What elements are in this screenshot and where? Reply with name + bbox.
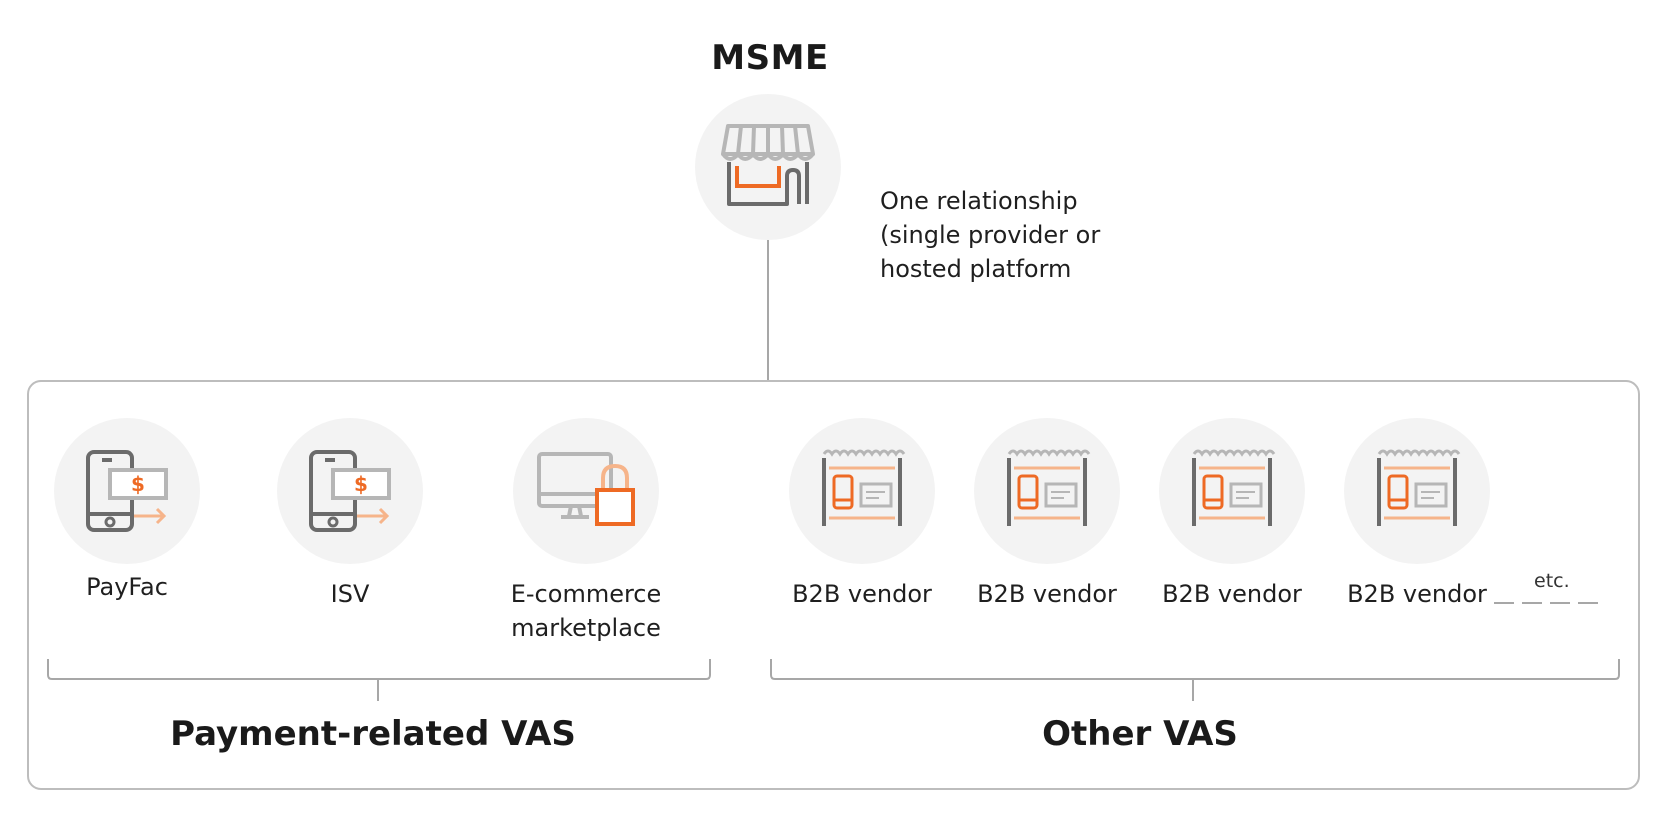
payment-group-label: Payment-related VAS <box>170 714 576 754</box>
storefront-icon <box>721 124 815 206</box>
connector-line <box>767 240 769 381</box>
continuation-dash <box>1494 602 1514 604</box>
msme-title: MSME <box>711 38 829 78</box>
svg-text:$: $ <box>131 472 145 496</box>
mobile-payment-icon: $ <box>309 450 391 532</box>
svg-text:$: $ <box>354 472 368 496</box>
payment-group-brace <box>47 659 711 701</box>
vas-panel <box>27 380 1640 790</box>
b2b-vendor-node <box>1344 418 1490 564</box>
b2b-vendor-label: B2B vendor <box>1162 580 1302 608</box>
isv-label: ISV <box>330 580 370 608</box>
payfac-label: PayFac <box>86 573 168 601</box>
ecommerce-label-line: marketplace <box>511 614 661 642</box>
vendor-stall-icon <box>1377 449 1461 526</box>
b2b-vendor-node <box>974 418 1120 564</box>
relationship-note-line: (single provider or <box>880 221 1101 249</box>
ecommerce-label-line: E-commerce <box>510 580 662 608</box>
etc-label: etc. <box>1534 570 1570 592</box>
relationship-note-line: One relationship <box>880 187 1078 215</box>
relationship-note: One relationship (single provider or hos… <box>880 184 1100 286</box>
vendor-stall-icon <box>1192 449 1276 526</box>
other-group-label: Other VAS <box>1042 714 1238 754</box>
mobile-payment-icon: $ <box>86 450 168 532</box>
continuation-dash <box>1578 602 1598 604</box>
isv-node: $ <box>277 418 423 564</box>
b2b-vendor-label: B2B vendor <box>792 580 932 608</box>
vendor-stall-icon <box>1007 449 1091 526</box>
ecommerce-label: E-commerce marketplace <box>486 577 686 645</box>
b2b-vendor-node <box>1159 418 1305 564</box>
relationship-note-line: hosted platform <box>880 255 1072 283</box>
msme-node <box>695 94 841 240</box>
vendor-stall-icon <box>822 449 906 526</box>
ecommerce-node <box>513 418 659 564</box>
b2b-vendor-label: B2B vendor <box>977 580 1117 608</box>
b2b-vendor-node <box>789 418 935 564</box>
other-group-brace <box>770 659 1620 701</box>
secure-monitor-icon <box>537 452 635 526</box>
b2b-vendor-label: B2B vendor <box>1347 580 1487 608</box>
continuation-dash <box>1522 602 1542 604</box>
continuation-dash <box>1550 602 1570 604</box>
payfac-node: $ <box>54 418 200 564</box>
